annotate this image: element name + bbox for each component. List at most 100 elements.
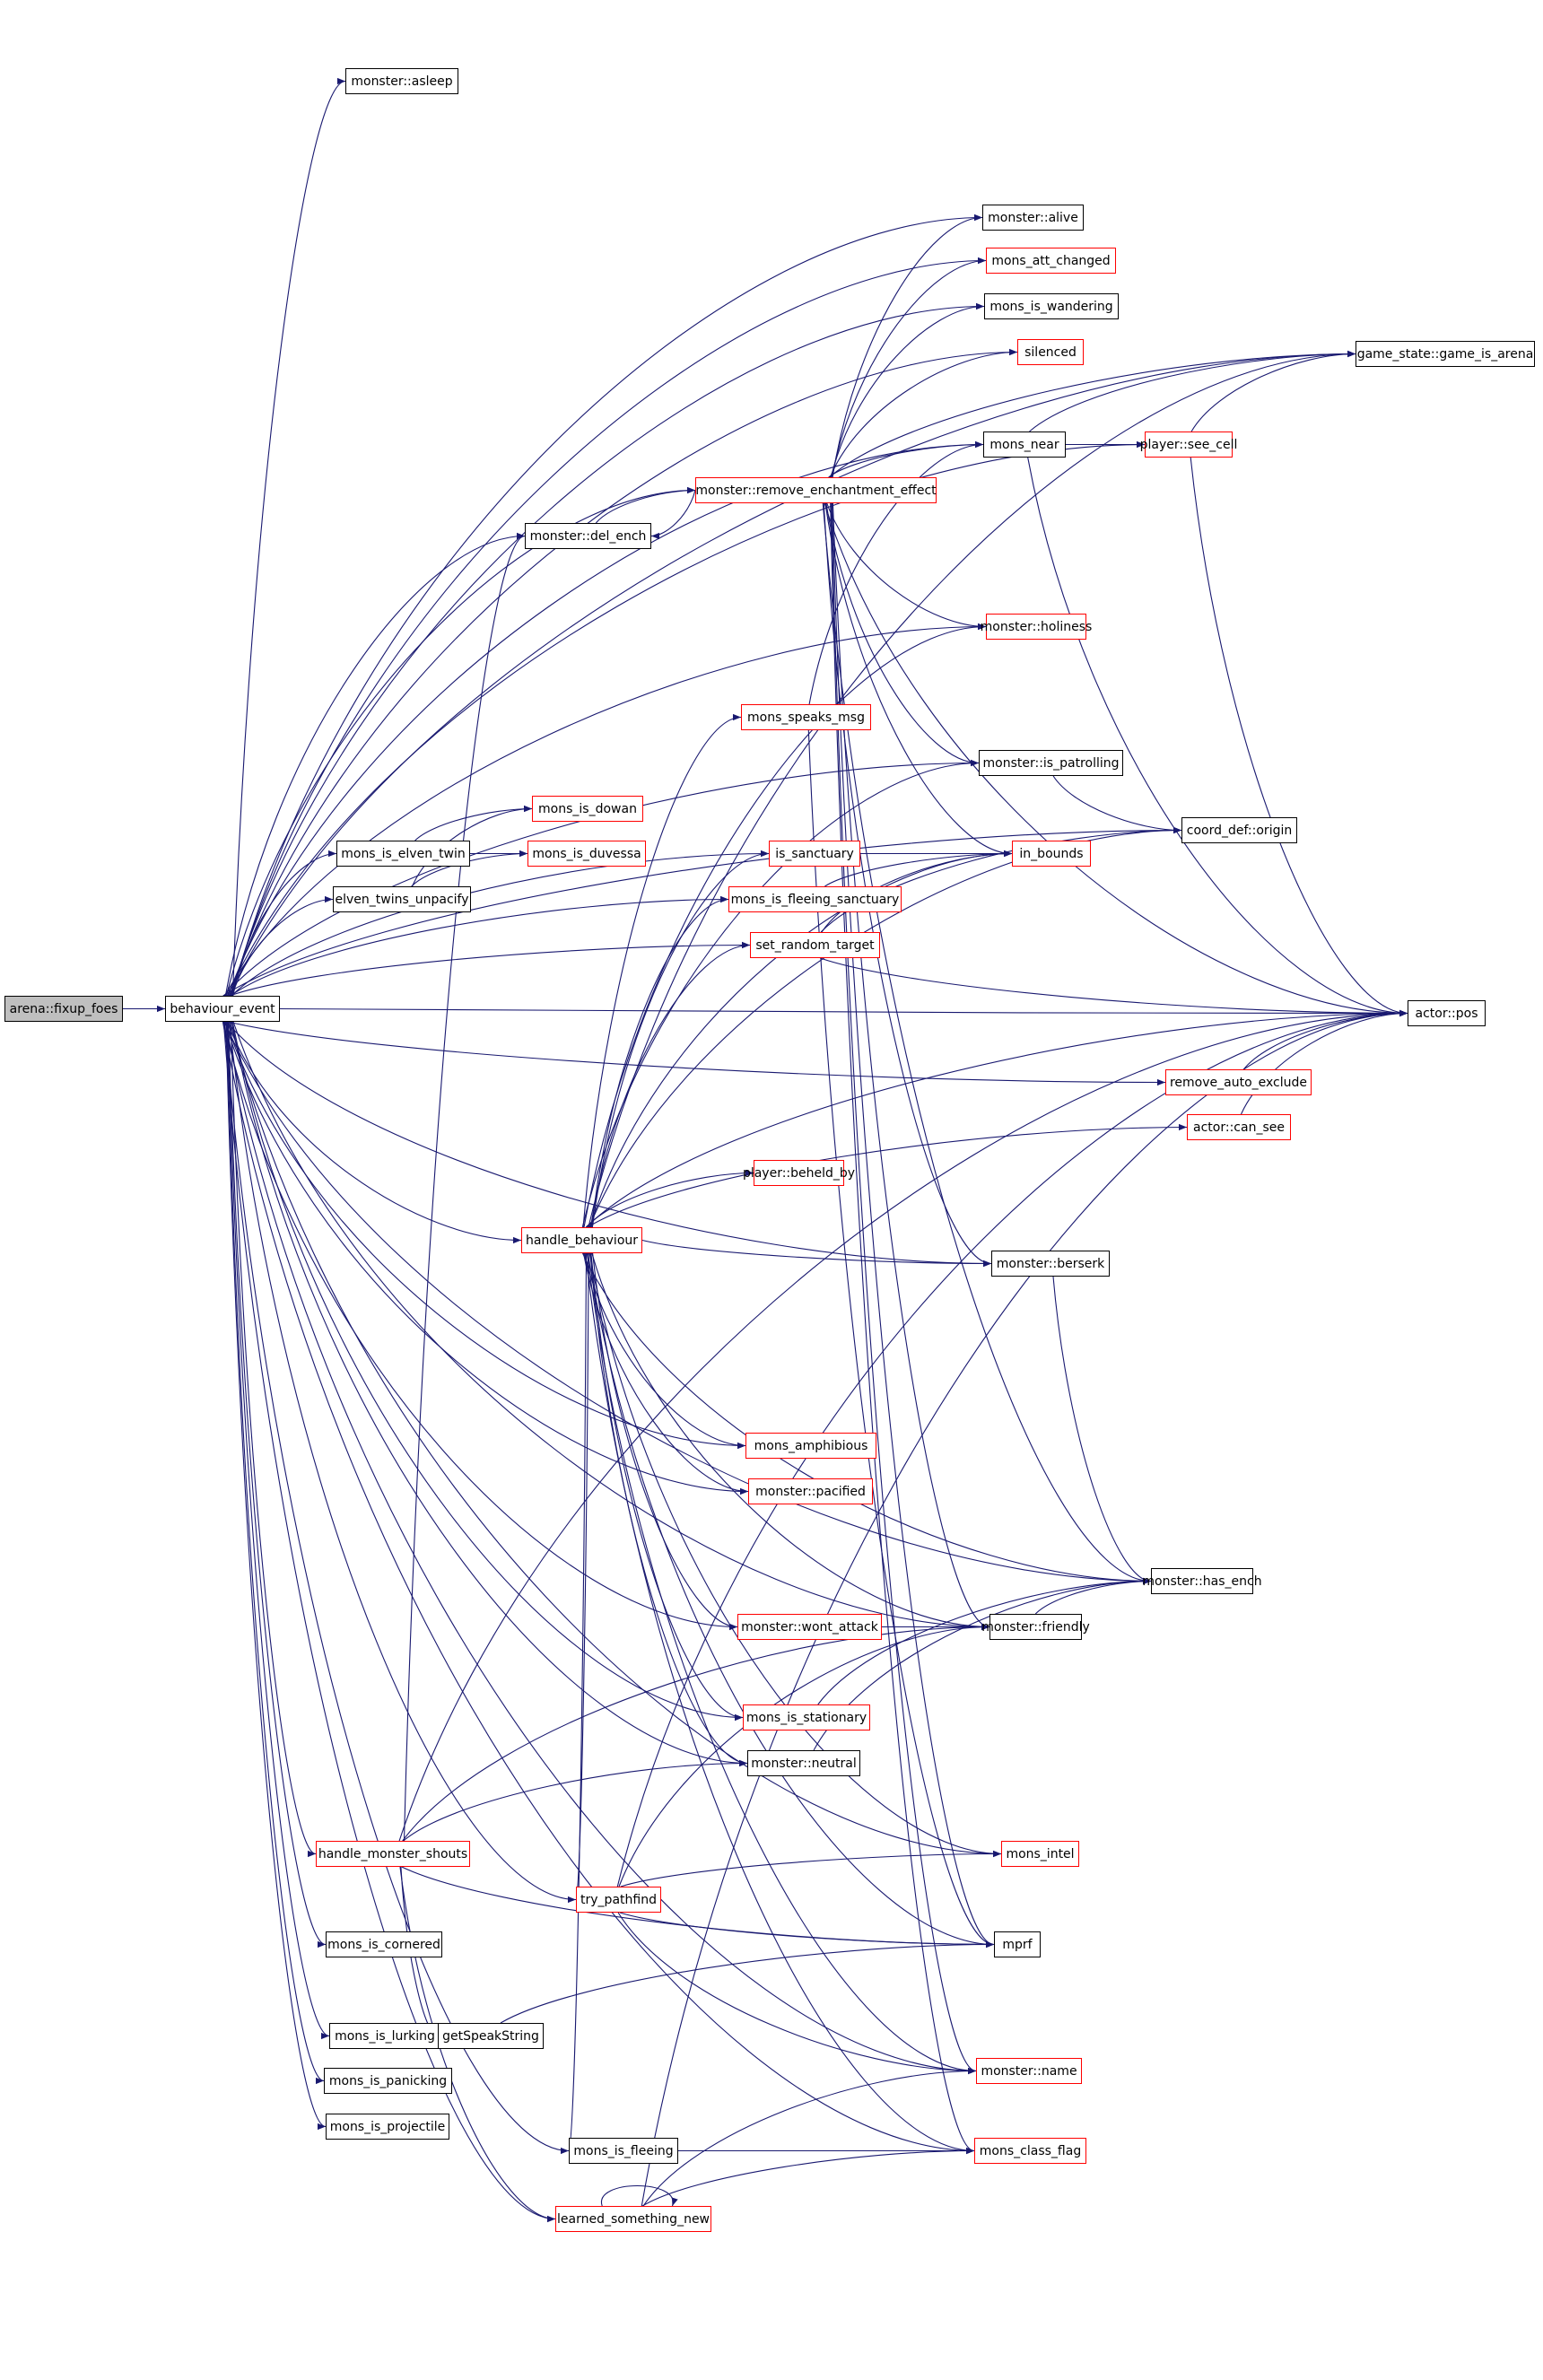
node-game-state-game-is-arena[interactable]: game_state::game_is_arena	[1356, 341, 1535, 367]
node-mons-is-projectile[interactable]: mons_is_projectile	[326, 2114, 449, 2140]
edge-remove_ench-to-in_bounds	[824, 502, 1013, 858]
edge-remove_ench-to-mons_near	[828, 440, 984, 478]
node-player-beheld-by[interactable]: player::beheld_by	[743, 1160, 855, 1186]
node-mons-speaks-msg[interactable]: mons_speaks_msg	[741, 704, 871, 730]
node-actor-pos[interactable]: actor::pos	[1408, 1000, 1486, 1026]
edge-handle_behaviour-to-mons_intel	[588, 1252, 1002, 1858]
edge-berserk-to-has_ench	[1052, 1276, 1152, 1585]
node-monster-friendly[interactable]: monster::friendly	[981, 1614, 1090, 1640]
node-mons-near[interactable]: mons_near	[983, 432, 1066, 458]
node-monster-wont-attack[interactable]: monster::wont_attack	[737, 1614, 882, 1640]
node-handle-monster-shouts[interactable]: handle_monster_shouts	[316, 1841, 470, 1867]
node-learned-something-new[interactable]: learned_something_new	[555, 2206, 711, 2232]
node-mons-is-elven-twin[interactable]: mons_is_elven_twin	[336, 841, 470, 867]
edge-learned-to-class_flag	[641, 2147, 975, 2207]
node-set-random-target[interactable]: set_random_target	[750, 932, 880, 958]
edge-behaviour_event-to-mons_near	[227, 440, 984, 997]
edge-behaviour_event-to-remove_ench	[225, 486, 696, 997]
node-is-sanctuary[interactable]: is_sanctuary	[769, 841, 860, 867]
node-silenced[interactable]: silenced	[1017, 339, 1084, 365]
edge-handle_behaviour-to-mprf	[587, 1252, 995, 1948]
edge-behaviour_event-to-holiness	[224, 623, 987, 997]
edge-shouts-to-del_ench	[403, 533, 526, 1842]
edge-remove_ench-to-att_changed	[831, 257, 987, 478]
edge-mons_near-to-actor_pos	[1027, 457, 1408, 1017]
edge-handle_behaviour-to-fleeing_sanct	[590, 895, 729, 1228]
node-monster-remove-enchantment-effect[interactable]: monster::remove_enchantment_effect	[695, 477, 937, 503]
node-monster-has-ench[interactable]: monster::has_ench	[1142, 1568, 1262, 1594]
edge-elven_twin-to-is_dowan	[414, 805, 533, 841]
node-monster-holiness[interactable]: monster::holiness	[981, 614, 1092, 640]
node-mons-is-lurking[interactable]: mons_is_lurking	[329, 2023, 440, 2049]
node-monster-berserk[interactable]: monster::berserk	[991, 1251, 1110, 1277]
node-elven-twins-unpacify[interactable]: elven_twins_unpacify	[333, 886, 471, 912]
edge-remove_ench-to-del_ench	[650, 490, 696, 540]
node-in-bounds[interactable]: in_bounds	[1012, 841, 1091, 867]
edge-behaviour_event-to-berserk	[226, 1021, 992, 1268]
node-mons-is-panicking[interactable]: mons_is_panicking	[324, 2068, 452, 2094]
edge-behaviour_event-to-projectile	[225, 1021, 327, 2130]
edge-handle_behaviour-to-pacified	[582, 1252, 749, 1495]
edge-remove_ench-to-mname	[831, 502, 977, 2074]
node-try-pathfind[interactable]: try_pathfind	[576, 1887, 661, 1913]
edge-stationary-to-has_ench	[817, 1577, 1152, 1705]
node-mprf[interactable]: mprf	[994, 1931, 1041, 1957]
edge-remove_ench-to-holiness	[826, 502, 987, 631]
node-monster-name[interactable]: monster::name	[976, 2058, 1082, 2084]
edge-behaviour_event-to-neutral	[231, 1021, 748, 1767]
edge-remove_ench-to-is_patrolling	[825, 502, 980, 767]
edge-random_target-to-origin	[820, 826, 1182, 933]
edge-behaviour_event-to-game_is_arena	[228, 350, 1356, 997]
node-monster-pacified[interactable]: monster::pacified	[748, 1478, 873, 1504]
edge-behaviour_event-to-see_cell	[226, 440, 1146, 997]
node-mons-intel[interactable]: mons_intel	[1001, 1841, 1079, 1867]
edge-behaviour_event-to-friendly	[232, 1021, 990, 1631]
edge-behaviour_event-to-learned	[222, 1021, 556, 2223]
edge-shouts-to-friendly	[402, 1623, 990, 1842]
edge-behaviour_event-to-random_target	[230, 941, 751, 997]
edge-behaviour_event-to-asleep	[231, 77, 346, 997]
node-monster-del-ench[interactable]: monster::del_ench	[525, 523, 651, 549]
edge-handle_behaviour-to-friendly	[591, 1252, 990, 1631]
node-behaviour-event[interactable]: behaviour_event	[165, 996, 280, 1022]
edge-remove_ench-to-has_ench	[822, 502, 1152, 1585]
node-monster-asleep[interactable]: monster::asleep	[345, 68, 458, 94]
node-player-see-cell[interactable]: player::see_cell	[1140, 432, 1237, 458]
edge-speaks_msg-to-mons_near	[808, 440, 984, 705]
node-monster-neutral[interactable]: monster::neutral	[747, 1750, 860, 1776]
edge-behaviour_event-to-panicking	[226, 1021, 325, 2084]
node-mons-is-stationary[interactable]: mons_is_stationary	[743, 1704, 870, 1731]
edge-behaviour_event-to-del_ench	[224, 532, 526, 997]
edge-handle_behaviour-to-in_bounds	[589, 850, 1013, 1228]
node-mons-is-dowan[interactable]: mons_is_dowan	[532, 796, 643, 822]
node-mons-is-wandering[interactable]: mons_is_wandering	[984, 293, 1119, 319]
node-mons-amphibious[interactable]: mons_amphibious	[745, 1433, 876, 1459]
edge-shouts-to-neutral	[403, 1759, 748, 1842]
node-mons-att-changed[interactable]: mons_att_changed	[986, 248, 1116, 274]
edge-handle_behaviour-to-has_ench	[582, 1252, 1152, 1585]
node-mons-class-flag[interactable]: mons_class_flag	[974, 2138, 1086, 2164]
edge-behaviour_event-to-att_changed	[231, 257, 987, 997]
node-monster-alive[interactable]: monster::alive	[982, 205, 1084, 231]
node-mons-is-duvessa[interactable]: mons_is_duvessa	[527, 841, 646, 867]
edge-handle_behaviour-to-stationary	[590, 1252, 744, 1722]
node-coord-def-origin[interactable]: coord_def::origin	[1181, 817, 1297, 843]
edge-behaviour_event-to-fleeing_sanct	[230, 895, 729, 997]
node-mons-is-cornered[interactable]: mons_is_cornered	[326, 1931, 442, 1957]
node-actor-can-see[interactable]: actor::can_see	[1187, 1114, 1291, 1140]
node-get-speak-string[interactable]: getSpeakString	[438, 2023, 544, 2049]
edge-behaviour_event-to-auto_exclude	[228, 1021, 1166, 1086]
edge-behaviour_event-to-shouts	[230, 1021, 317, 1857]
node-remove-auto-exclude[interactable]: remove_auto_exclude	[1165, 1069, 1312, 1095]
edge-behaviour_event-to-origin	[222, 826, 1182, 997]
edge-random_target-to-actor_pos	[820, 957, 1408, 1017]
node-mons-is-fleeing-sanctuary[interactable]: mons_is_fleeing_sanctuary	[728, 886, 902, 912]
node-mons-is-fleeing[interactable]: mons_is_fleeing	[569, 2138, 678, 2164]
edge-is_patrolling-to-origin	[1052, 775, 1182, 834]
node-monster-is-patrolling[interactable]: monster::is_patrolling	[979, 750, 1123, 776]
edge-behaviour_event-to-mname	[224, 1021, 977, 2075]
edge-handle_behaviour-to-mname	[586, 1252, 977, 2075]
edge-remove_ench-to-silenced	[829, 348, 1018, 478]
node-handle-behaviour[interactable]: handle_behaviour	[521, 1227, 642, 1253]
